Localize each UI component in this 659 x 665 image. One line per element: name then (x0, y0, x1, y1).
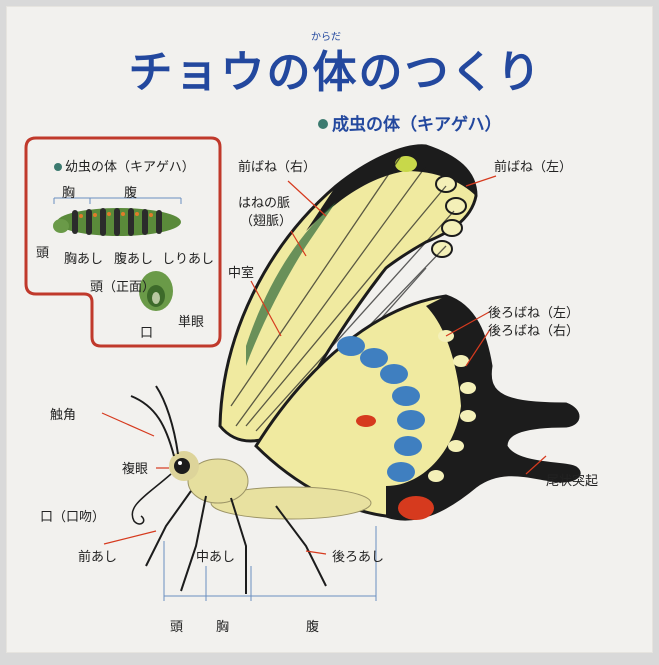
larva-ocelli-label: 単眼 (178, 311, 204, 330)
foreleg-label: 前あし (78, 546, 117, 565)
adult-subtitle-text: 成虫の体（キアゲハ） (332, 115, 502, 135)
wing-veins-label: はねの脈 (238, 192, 290, 211)
page-title: チョウの体のつくり (6, 36, 659, 100)
larva-anal-legs-label: しりあし (162, 248, 214, 267)
larva-mouth-label: 口 (140, 322, 153, 341)
hindleg-label: 後ろあし (332, 546, 384, 565)
poster: からだ チョウの体のつくり 成虫の体（キアゲハ） 幼虫の体（キアゲハ） 胸 腹 … (6, 6, 653, 653)
adult-thorax-label: 胸 (216, 616, 229, 635)
hindwing-right-label: 後ろばね（右） (488, 320, 579, 339)
discal-cell-label: 中室 (228, 262, 254, 281)
larva-thorax-label: 胸 (62, 182, 75, 201)
hindwing-left-label: 後ろばね（左） (488, 302, 579, 321)
compound-eye-label: 複眼 (122, 458, 148, 477)
adult-abdomen-label: 腹 (306, 616, 319, 635)
adult-mouth-label: 口（口吻） (40, 506, 105, 525)
midleg-label: 中あし (196, 546, 235, 565)
tail-label: 尾状突起 (546, 470, 598, 489)
larva-head-front-label: 頭（正面） (90, 276, 155, 295)
antenna-label: 触角 (50, 404, 76, 423)
forewing-left-label: 前ばね（左） (494, 156, 572, 175)
larva-head-label: 頭 (36, 242, 49, 261)
adult-subtitle: 成虫の体（キアゲハ） (318, 110, 502, 135)
wing-veins-term-label: （翅脈） (240, 210, 292, 229)
forewing-right-label: 前ばね（右） (238, 156, 316, 175)
adult-head-label: 頭 (170, 616, 183, 635)
larva-abdominal-legs-label: 腹あし (114, 248, 153, 267)
bullet-icon (318, 119, 328, 129)
larva-title-text: 幼虫の体（キアゲハ） (65, 160, 195, 175)
larva-title: 幼虫の体（キアゲハ） (54, 156, 195, 175)
bullet-icon (54, 163, 62, 171)
larva-abdomen-label: 腹 (124, 182, 137, 201)
larva-thoracic-legs-label: 胸あし (64, 248, 103, 267)
